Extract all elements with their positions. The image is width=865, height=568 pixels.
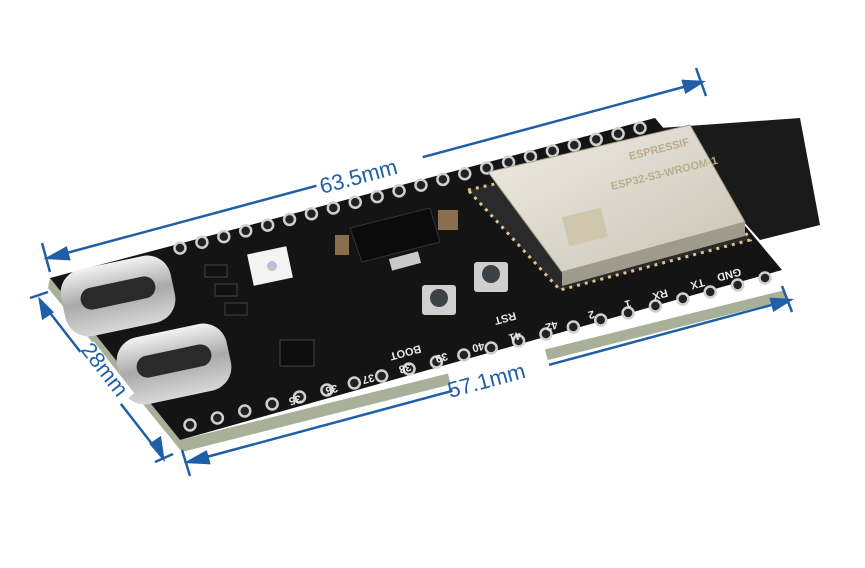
pin-hole	[392, 184, 406, 198]
pin-label: RX	[650, 286, 669, 302]
pin-hole	[633, 121, 647, 135]
pin-hole	[648, 299, 663, 313]
pin-hole	[282, 212, 297, 227]
pin-hole	[436, 172, 450, 187]
pin-hole	[457, 348, 471, 362]
pin-label: 1	[623, 297, 632, 310]
led-die	[267, 261, 277, 271]
pin-hole	[676, 292, 690, 306]
pin-hole	[260, 218, 275, 232]
usb-c-port-1[interactable]	[56, 251, 180, 341]
pin-label: 36	[324, 382, 339, 397]
pin-hole	[173, 241, 187, 255]
pin-label: TX	[688, 276, 705, 291]
pin-header-bottom	[183, 271, 772, 432]
usb-uart-chip	[279, 339, 315, 367]
pin-label: 38	[397, 360, 412, 375]
pin-hole	[593, 313, 608, 327]
pin-hole	[621, 306, 635, 320]
pin-hole	[320, 383, 334, 397]
pin-hole	[484, 341, 498, 355]
pin-label: 41	[507, 329, 522, 344]
pin-hole	[238, 224, 253, 238]
pin-hole	[479, 161, 494, 175]
pin-hole	[730, 278, 745, 292]
capacitor	[438, 210, 458, 230]
esp32-module: ESPRESSIF ESP32-S3-WROOM-1	[487, 124, 746, 286]
pin-hole	[414, 178, 428, 192]
pin-hole	[238, 404, 252, 418]
arrow-head-icon	[681, 79, 707, 94]
regulator-tab	[388, 251, 422, 271]
pin-hole	[539, 327, 553, 341]
pin-hole	[265, 397, 279, 411]
pin-hole	[217, 229, 231, 244]
pin-hole	[429, 355, 444, 369]
arrow-head-icon	[149, 435, 165, 463]
pin-label: 42	[544, 318, 559, 333]
ic-small	[214, 283, 238, 297]
pin-hole	[567, 138, 582, 152]
pin-hole	[304, 206, 319, 221]
pin-hole	[326, 201, 341, 215]
pin-hole	[566, 320, 581, 334]
ic-small	[224, 302, 248, 316]
voltage-regulator	[349, 207, 441, 263]
pin-label: 40	[471, 339, 486, 354]
pin-hole	[703, 285, 717, 299]
pin-hole	[511, 334, 526, 348]
pin-hole	[611, 126, 625, 141]
pin-hole	[210, 411, 225, 425]
reset-button[interactable]	[474, 262, 508, 292]
pin-label: 35	[287, 392, 302, 407]
pin-hole	[545, 144, 560, 158]
pin-hole	[370, 189, 384, 204]
pin-hole	[458, 166, 472, 181]
usb-c-port-2[interactable]	[112, 319, 236, 409]
capacitor	[335, 235, 349, 255]
pin-hole	[292, 390, 307, 404]
pin-hole	[195, 235, 209, 250]
rst-label: RST	[493, 309, 518, 326]
arrow-head-icon	[38, 296, 54, 321]
qr-code	[561, 207, 609, 247]
boot-button[interactable]	[422, 285, 456, 315]
ic-small	[204, 264, 228, 278]
pin-label: 39	[434, 350, 449, 365]
pin-hole	[589, 132, 603, 147]
pin-hole	[758, 271, 772, 285]
arrow-head-icon	[43, 246, 71, 261]
pin-hole	[523, 149, 538, 164]
pin-hole	[348, 195, 362, 210]
pin-label: 37	[361, 371, 376, 386]
pin-hole	[374, 369, 389, 383]
arrow-head-icon	[769, 297, 795, 312]
arrow-head-icon	[183, 450, 211, 465]
pin-label: 2	[587, 307, 596, 320]
pin-hole	[347, 376, 362, 390]
pin-hole	[402, 362, 416, 376]
pin-header-top	[173, 121, 647, 255]
pin-hole	[183, 418, 197, 432]
